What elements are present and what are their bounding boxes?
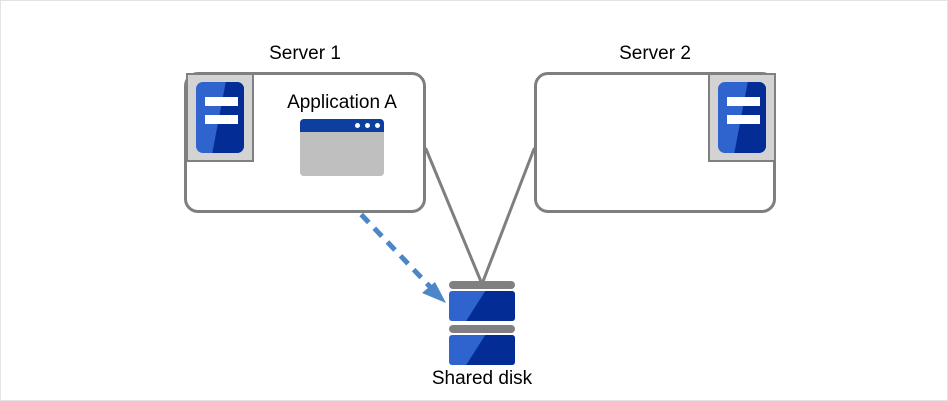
disk-platter-shade bbox=[466, 335, 515, 365]
window-dot-icon bbox=[375, 123, 380, 128]
server-1-caption: Server 1 bbox=[269, 43, 341, 64]
connector-server1-to-disk bbox=[424, 147, 484, 286]
application-window-titlebar bbox=[300, 119, 384, 132]
application-window-icon[interactable] bbox=[300, 119, 384, 176]
server-chassis-shape bbox=[718, 82, 766, 153]
window-dot-icon bbox=[355, 123, 360, 128]
disk-stack-icon[interactable] bbox=[449, 281, 515, 365]
server-slot-bar-top bbox=[205, 97, 238, 106]
server-hardware-icon bbox=[186, 73, 254, 162]
server-slot-bar-top bbox=[727, 97, 760, 106]
application-window-body bbox=[300, 132, 384, 176]
shared-disk-caption: Shared disk bbox=[431, 368, 533, 389]
server-slot-bar-bottom bbox=[205, 115, 238, 124]
disk-cap-middle bbox=[449, 325, 515, 333]
application-a-label: Application A bbox=[287, 92, 397, 113]
disk-platter-shade bbox=[466, 291, 515, 321]
server-2-caption: Server 2 bbox=[619, 43, 691, 64]
server-hardware-icon bbox=[708, 73, 776, 162]
connector-server2-to-disk bbox=[480, 147, 536, 286]
disk-platter-lower bbox=[449, 335, 515, 365]
server-chassis-shape bbox=[196, 82, 244, 153]
disk-platter-upper bbox=[449, 291, 515, 321]
access-arrow-head bbox=[422, 282, 446, 303]
server-slot-bar-bottom bbox=[727, 115, 760, 124]
window-dot-icon bbox=[365, 123, 370, 128]
disk-cap-top bbox=[449, 281, 515, 289]
